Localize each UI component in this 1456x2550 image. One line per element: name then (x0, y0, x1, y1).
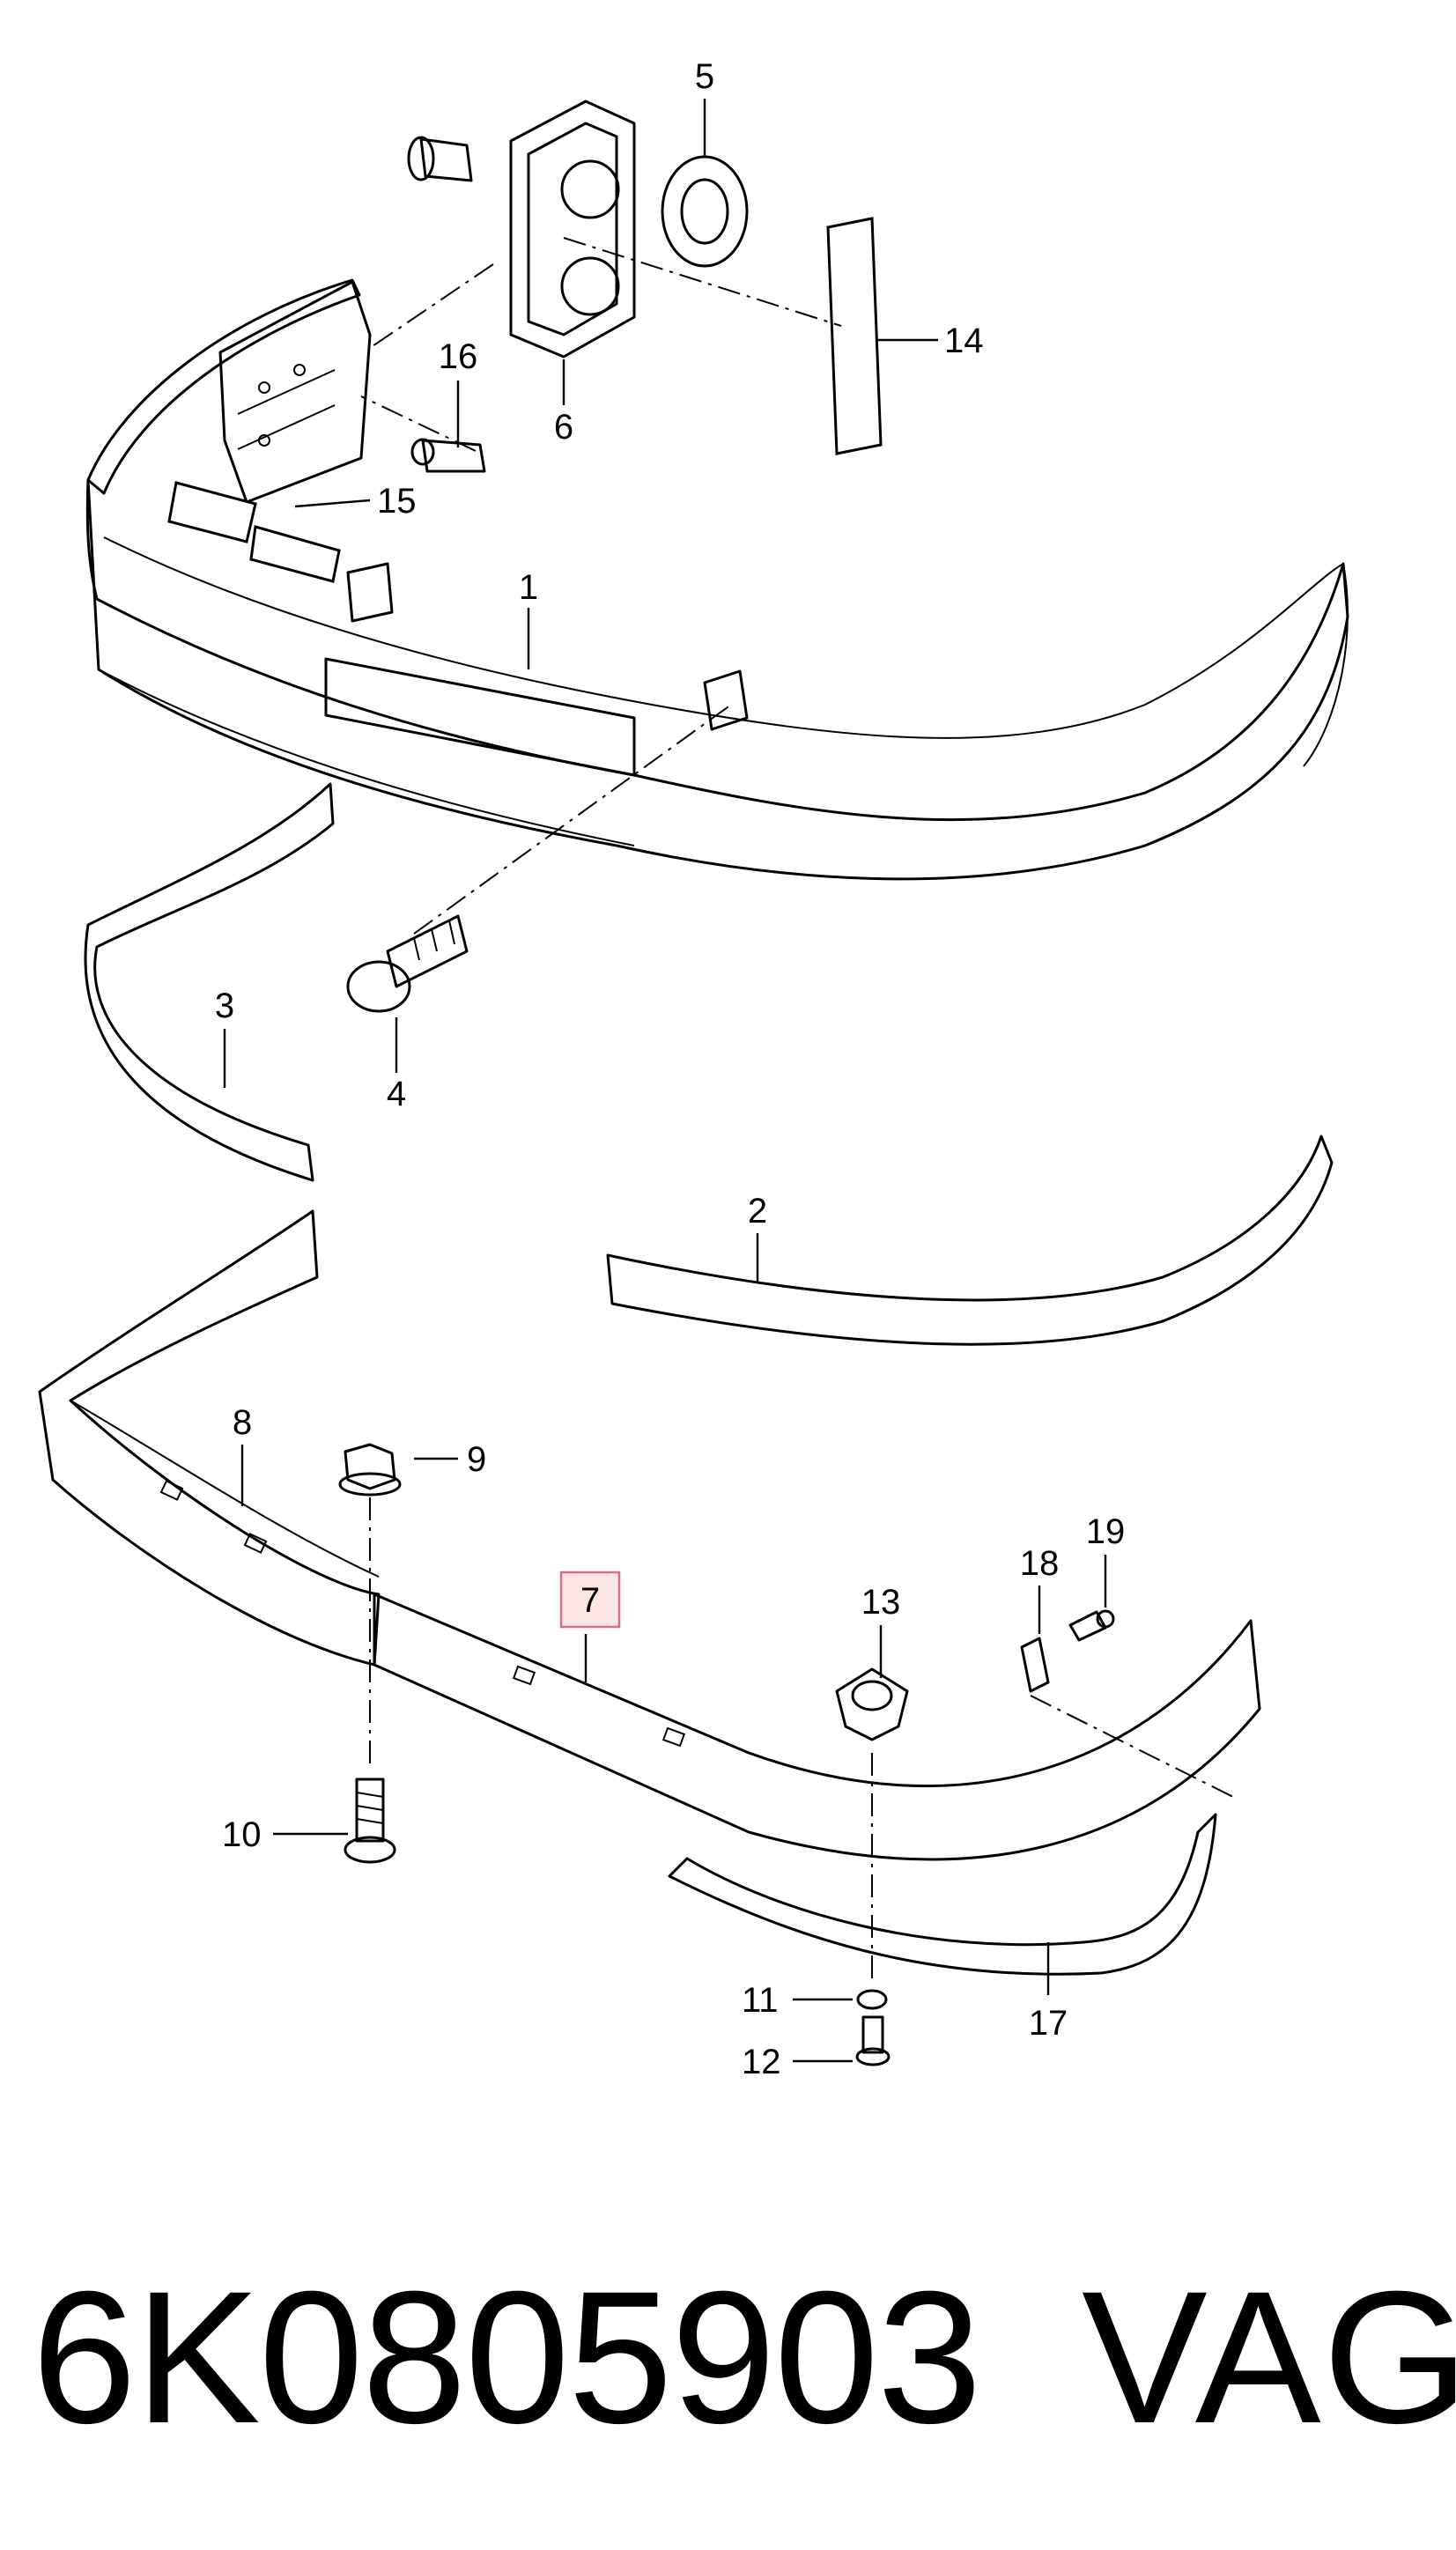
callout-1: 1 (519, 568, 538, 607)
callout-7: 7 (580, 1581, 600, 1620)
callout-16: 16 (439, 337, 478, 376)
callout-11: 11 (742, 1981, 779, 2020)
bolt-part-12 (855, 2015, 891, 2066)
callout-13: 13 (861, 1583, 901, 1622)
trim-strip-part-2 (606, 1135, 1334, 1346)
screw-part-19 (1068, 1609, 1115, 1642)
foam-strip-part-15 (167, 481, 341, 583)
callout-10: 10 (222, 1815, 262, 1854)
callout-3: 3 (215, 987, 234, 1025)
callouts: 5 14 16 15 6 1 3 4 2 8 9 7 13 18 19 10 1… (215, 57, 1125, 2081)
callout-5: 5 (695, 57, 714, 96)
clip-part-18 (1020, 1637, 1050, 1693)
foam-block-part-14 (826, 217, 883, 455)
bolt-part-10 (344, 1778, 396, 1864)
washer-part-11 (856, 1989, 888, 2010)
nut-part-9 (338, 1443, 402, 1497)
callout-7-highlight (559, 1571, 621, 1629)
assembly-lines (360, 237, 1234, 1982)
callout-9: 9 (467, 1440, 486, 1479)
callout-18: 18 (1020, 1544, 1060, 1583)
bolt-part-4 (346, 914, 469, 1013)
bumper-cover-part-1 (85, 278, 1349, 881)
trim-strip-part-3 (84, 782, 335, 1182)
washer-part-5 (661, 155, 749, 268)
callout-14: 14 (944, 322, 984, 360)
mount-plate-part-6 (407, 100, 636, 358)
callout-17: 17 (1029, 2004, 1068, 2043)
callout-8: 8 (233, 1403, 252, 1442)
callout-4: 4 (387, 1075, 406, 1113)
callout-19: 19 (1086, 1512, 1126, 1551)
clip-part-16 (410, 438, 486, 473)
part-number: 6K0805903 (32, 2252, 982, 2463)
callout-2: 2 (748, 1192, 767, 1231)
callout-12: 12 (742, 2043, 781, 2081)
leader-lines (223, 99, 1107, 2063)
callout-15: 15 (377, 482, 417, 521)
callout-6: 6 (554, 408, 573, 447)
lower-spoiler (38, 1209, 1261, 1976)
nut-part-13 (835, 1667, 909, 1741)
brand-name: VAG (1082, 2252, 1456, 2463)
